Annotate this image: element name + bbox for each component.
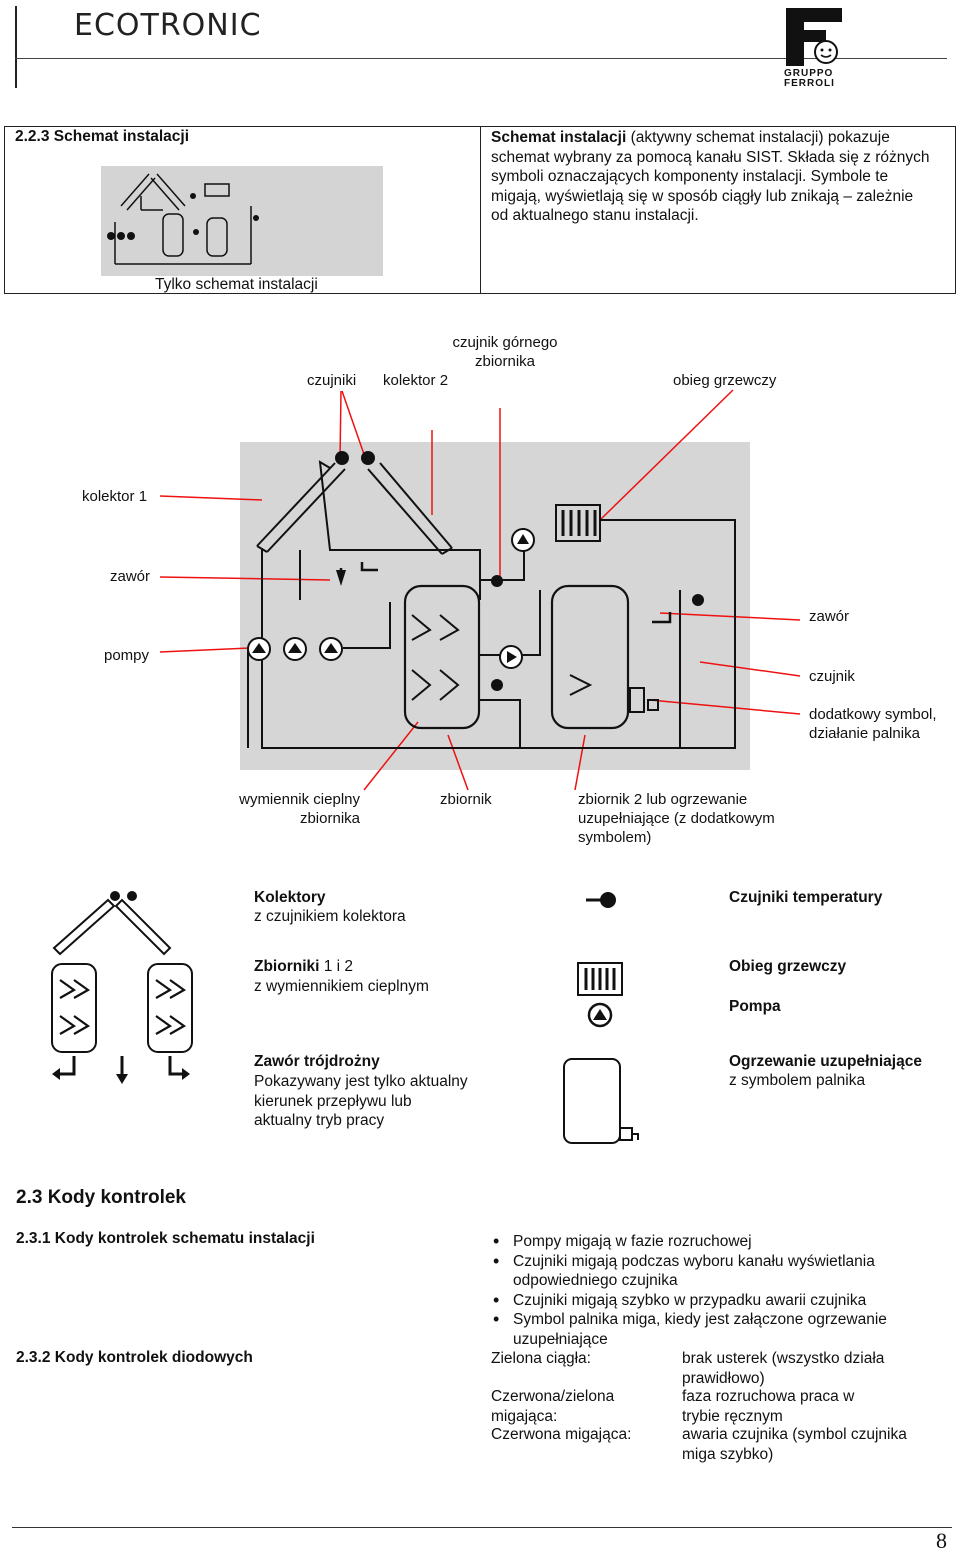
header-divider [15, 6, 17, 88]
codes-heading: 2.3 Kody kontrolek [16, 1187, 186, 1208]
page-number: 8 [936, 1528, 947, 1553]
section-left-cell: 2.2.3 Schemat instalacji [4, 126, 481, 294]
codes-sub1: 2.3.1 Kody kontrolek schematu instalacji [16, 1230, 315, 1247]
legend-pump-title: Pompa [729, 998, 781, 1015]
section-title: 2.2.3 Schemat instalacji [15, 128, 190, 145]
desc-bold: Schemat instalacji [491, 129, 627, 146]
legend-collectors-title: Kolektory [254, 889, 326, 906]
label-sensors: czujniki [307, 372, 357, 389]
legend-heating-title: Obieg grzewczy [729, 958, 847, 975]
thumbnail-caption: Tylko schemat instalacji [155, 276, 318, 293]
legend-tanks-rest: 1 i 2 [319, 958, 354, 975]
label-pumps: pompy [104, 647, 150, 664]
bullet-item: Symbol palnika miga, kiedy jest załączon… [491, 1310, 931, 1349]
tanks-icon [51, 963, 193, 1053]
legend-tanks-bold: Zbiorniki [254, 958, 320, 975]
led-key-green: Zielona ciągła: [491, 1350, 591, 1367]
installation-schema-diagram [159, 389, 801, 791]
legend-sensors-title: Czujniki temperatury [729, 889, 883, 906]
section-description: Schemat instalacji (aktywny schemat inst… [491, 128, 931, 226]
three-way-valve-icon [52, 1056, 190, 1084]
label-tank: zbiornik [440, 791, 492, 808]
label-heating-circuit: obieg grzewczy [673, 372, 777, 389]
bullet-list: Pompy migają w fazie rozruchowej Czujnik… [491, 1232, 931, 1349]
desc-rest: (aktywny schemat instalacji) pokazuje sc… [491, 129, 930, 224]
logo-line1: GRUPPO [784, 68, 834, 79]
led-key-red: Czerwona migająca: [491, 1426, 632, 1443]
led-key-redgreen: Czerwona/zielona migająca: [491, 1388, 615, 1425]
bullet-item: Czujniki migają podczas wyboru kanału wy… [491, 1252, 931, 1291]
label-extra-symbol: dodatkowy symbol, działanie palnika [809, 706, 937, 742]
legend-tanks-title: Zbiorniki 1 i 2 [254, 958, 353, 976]
label-top-sensor: czujnik górnego zbiornika [452, 334, 558, 370]
legend-tanks-sub: z wymiennikiem cieplnym [254, 978, 429, 995]
heating-circuit-icon [577, 962, 623, 1028]
label-valve-right: zawór [809, 608, 850, 625]
legend-collectors-sub: z czujnikiem kolektora [254, 908, 406, 925]
collectors-icon [52, 891, 172, 956]
label-tank2: zbiornik 2 lub ogrzewanie uzupełniające … [578, 791, 775, 846]
label-heat-exchanger: wymiennik cieplny zbiornika [239, 791, 360, 827]
legend-valve-sub: Pokazywany jest tylko aktualny kierunek … [254, 1073, 468, 1129]
led-val-green: brak usterek (wszystko działa prawidłowo… [682, 1350, 885, 1387]
brand-logo-text: ECOTRONIC [74, 8, 262, 43]
label-collector2: kolektor 2 [383, 372, 449, 389]
label-sensor-right: czujnik [809, 668, 855, 685]
label-valve-left: zawór [110, 568, 151, 585]
bullet-item: Pompy migają w fazie rozruchowej [491, 1232, 931, 1252]
legend-valve-title: Zawór trójdrożny [254, 1053, 380, 1070]
bullet-item: Czujniki migają szybko w przypadku awari… [491, 1291, 931, 1311]
codes-sub2: 2.3.2 Kody kontrolek diodowych [16, 1349, 253, 1366]
logo-line2: FERROLI [784, 78, 835, 89]
header-rule [15, 58, 947, 59]
footer-rule [12, 1527, 952, 1528]
led-val-redgreen: faza rozruchowa praca w trybie ręcznym [682, 1388, 855, 1425]
auxiliary-heating-icon [563, 1058, 639, 1144]
thumbnail-schema [101, 166, 383, 276]
section-table: 2.2.3 Schemat instalacji [4, 126, 956, 294]
led-val-red: awaria czujnika (symbol czujnika miga sz… [682, 1426, 907, 1463]
legend-aux-title: Ogrzewanie uzupełniające [729, 1053, 922, 1070]
temperature-sensor-icon [586, 892, 616, 908]
section-right-cell: Schemat instalacji (aktywny schemat inst… [480, 126, 956, 294]
label-collector1: kolektor 1 [82, 488, 148, 505]
ferroli-logo: GRUPPO FERROLI [782, 4, 844, 90]
legend-aux-sub: z symbolem palnika [729, 1072, 866, 1089]
